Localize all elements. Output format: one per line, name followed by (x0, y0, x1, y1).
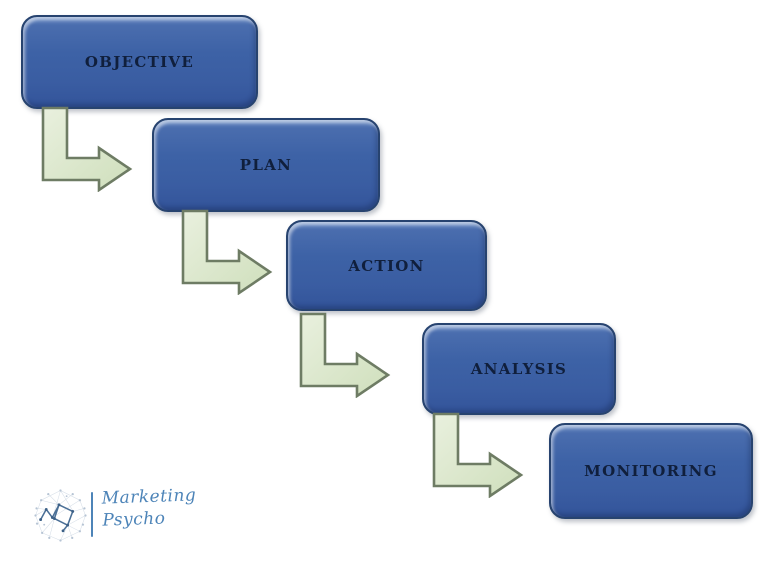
bent-arrow-icon (299, 312, 391, 398)
bent-arrow-icon (181, 209, 273, 295)
step-box-plan: PLAN (152, 118, 380, 212)
bent-arrow-icon (41, 106, 133, 192)
step-label-objective: OBJECTIVE (84, 53, 195, 71)
logo-wordmark-line1: Marketing (101, 485, 197, 509)
network-sphere-logo-icon (34, 489, 87, 542)
step-box-analysis: ANALYSIS (422, 323, 616, 415)
step-label-analysis: ANALYSIS (470, 360, 568, 378)
logo-wordmark-line2: Psycho (102, 508, 166, 531)
step-label-monitoring: MONITORING (584, 462, 718, 480)
step-box-objective: OBJECTIVE (21, 15, 258, 109)
step-box-monitoring: MONITORING (549, 423, 753, 519)
bent-arrow-icon (432, 412, 524, 498)
step-label-plan: PLAN (239, 156, 293, 174)
logo-wordmark: Marketing Psycho (101, 484, 197, 531)
step-box-action: ACTION (286, 220, 487, 311)
step-label-action: ACTION (348, 256, 425, 275)
logo-divider (91, 492, 93, 537)
brand-logo: Marketing Psycho (34, 484, 224, 548)
